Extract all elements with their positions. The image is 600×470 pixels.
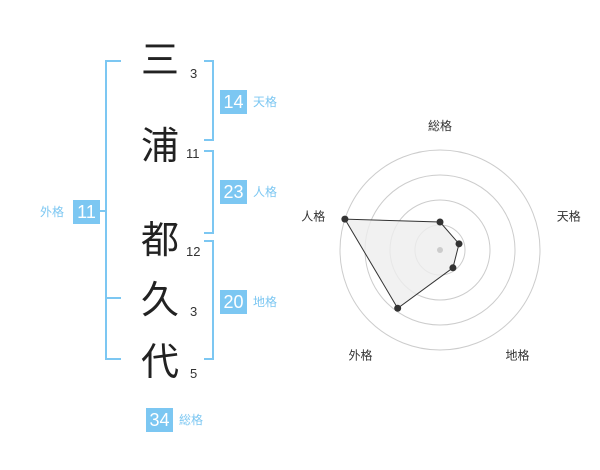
name-char-3: 都: [141, 218, 180, 262]
tenkaku-label: 天格: [253, 95, 278, 109]
radar-axis-label-3: 地格: [505, 347, 529, 362]
jinkaku-label: 人格: [253, 185, 278, 199]
name-char-1: 三: [141, 38, 180, 82]
stroke-count-2: 11: [186, 146, 200, 161]
chikaku-bracket: [204, 240, 214, 360]
jinkaku-value: 23: [220, 180, 247, 204]
name-char-5: 代: [141, 340, 180, 384]
gaikaku-value: 11: [73, 200, 100, 224]
radar-axis-label-5: 人格: [301, 209, 325, 224]
stroke-count-1: 3: [190, 66, 198, 81]
chikaku-value: 20: [220, 290, 247, 314]
radar-points: [341, 215, 463, 312]
tenkaku-value: 14: [220, 90, 247, 114]
stroke-count-5: 5: [190, 366, 198, 381]
name-char-4: 久: [141, 278, 180, 322]
radar-point-1: [436, 218, 444, 226]
soukaku-label: 総格: [179, 413, 204, 427]
gaikaku-label: 外格: [40, 205, 65, 219]
stroke-count-4: 3: [190, 304, 198, 319]
jinkaku-bracket: [204, 150, 214, 234]
chikaku-label: 地格: [253, 295, 278, 309]
soukaku-value: 34: [146, 408, 173, 432]
radar-axis-label-1: 総格: [428, 118, 452, 133]
radar-grid-ring: [339, 149, 541, 351]
name-char-2: 浦: [141, 124, 180, 168]
tenkaku-bracket: [204, 60, 214, 141]
stroke-count-3: 12: [186, 244, 201, 259]
radar-point-5: [341, 215, 349, 223]
gaikaku-bracket: [105, 60, 121, 360]
radar-point-2: [455, 240, 463, 248]
gaikaku-bracket-stub: [100, 210, 106, 212]
radar-axis-label-4: 外格: [349, 347, 373, 362]
radar-point-4: [394, 304, 402, 312]
radar-center-dot: [437, 247, 443, 253]
gaikaku-bracket-tick: [105, 297, 121, 299]
radar-axis-label-2: 天格: [557, 209, 581, 224]
radar-point-3: [449, 264, 457, 272]
radar-area: [344, 218, 460, 309]
